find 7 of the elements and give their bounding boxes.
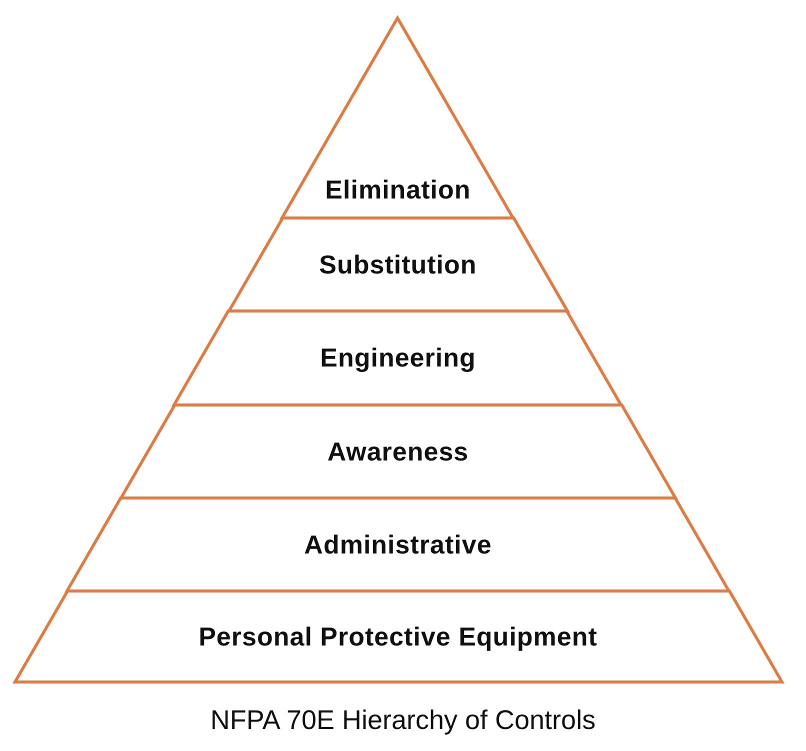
tier-label: Awareness [327,436,469,467]
caption: NFPA 70E Hierarchy of Controls [209,705,597,736]
tier-label: Administrative [304,529,492,560]
tier-label: Engineering [320,342,476,374]
tier-label: Substitution [319,249,477,280]
tier-label: Elimination [325,174,471,206]
tier-label: Personal Protective Equipment [198,621,598,652]
